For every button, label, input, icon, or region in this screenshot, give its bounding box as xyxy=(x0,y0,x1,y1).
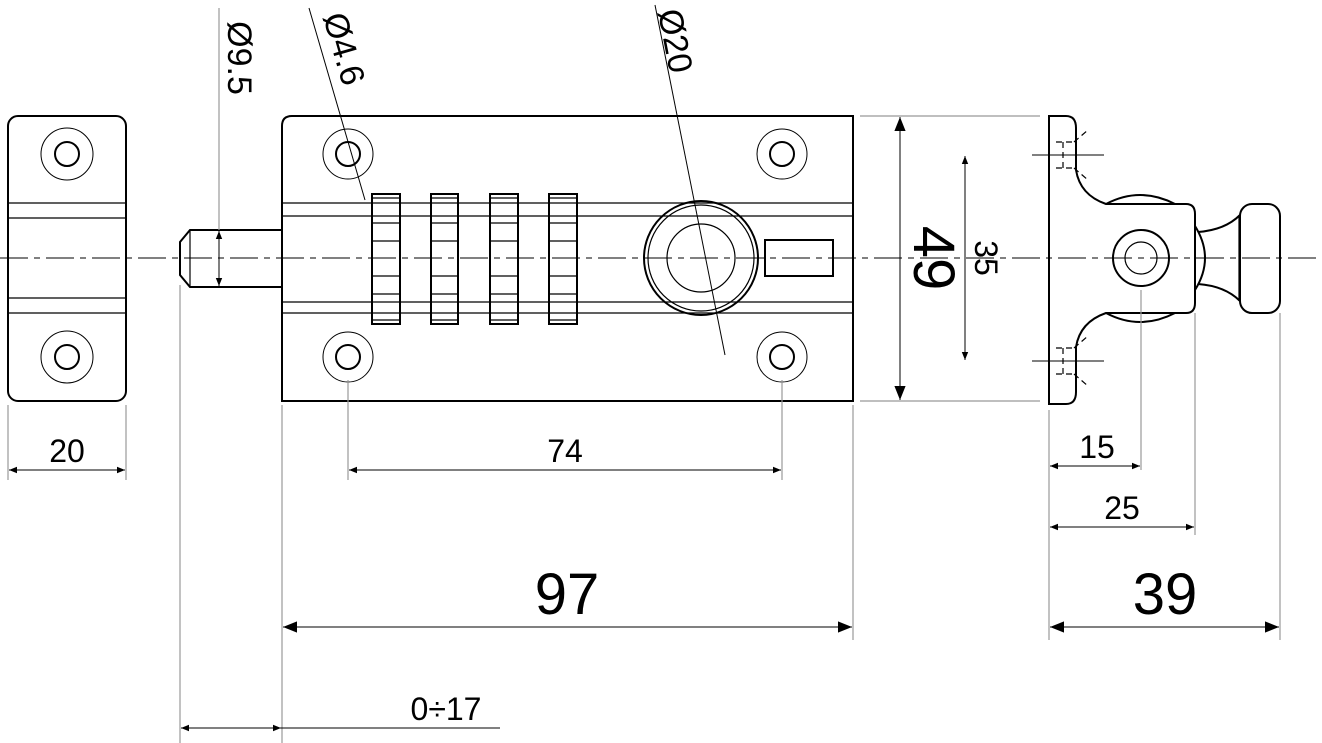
extension-lines xyxy=(7,8,1281,743)
dim-depth-25: 25 xyxy=(1104,490,1140,526)
bolt-pin xyxy=(179,229,282,288)
dim-hole-diameter: Ø4.6 xyxy=(315,8,372,89)
dim-keeper-width: 20 xyxy=(49,433,85,469)
dim-knob-diameter: Ø20 xyxy=(650,6,700,76)
bolt-front-view xyxy=(179,115,854,402)
handle-slot xyxy=(764,239,834,277)
dim-travel: 0÷17 xyxy=(411,691,482,727)
knurled-rings xyxy=(371,193,578,325)
dim-hole-spacing-vertical: 35 xyxy=(968,240,1004,276)
dim-length: 97 xyxy=(535,562,600,627)
dim-depth-total: 39 xyxy=(1133,562,1198,627)
keeper-view xyxy=(7,115,127,402)
bolt-side-view xyxy=(1032,115,1281,405)
dim-pin-diameter: Ø9.5 xyxy=(220,21,258,95)
dim-height: 49 xyxy=(901,226,966,291)
mounting-holes xyxy=(322,128,808,383)
knob xyxy=(643,200,759,316)
dimension-lines xyxy=(9,4,1279,732)
dim-depth-15: 15 xyxy=(1079,429,1115,465)
dim-hole-spacing: 74 xyxy=(547,433,583,469)
